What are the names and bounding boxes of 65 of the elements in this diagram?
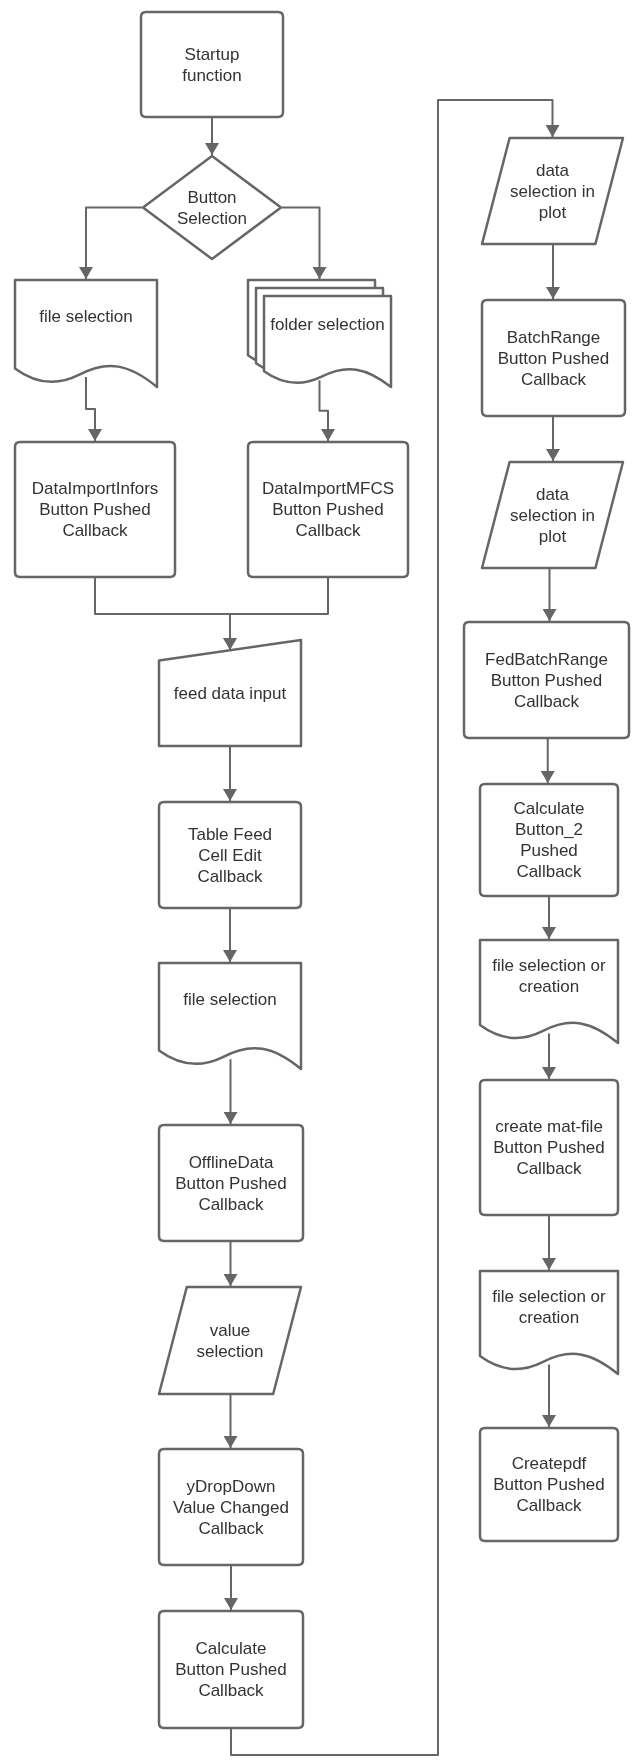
arrow (540, 738, 555, 784)
node-label: Startup function (181, 43, 243, 86)
arrow (281, 206, 327, 280)
arrow (542, 896, 556, 940)
node-label: folder selection (270, 313, 385, 335)
process-box (479, 1427, 619, 1542)
arrow (79, 206, 143, 280)
document-shape (158, 962, 302, 1070)
arrow (546, 416, 560, 462)
arrow (223, 1058, 238, 1125)
process-box (158, 1610, 304, 1729)
node-label: file selection or creation (491, 954, 607, 997)
process-box (479, 1079, 619, 1216)
node-label: OfflineData Button Pushed Callback (174, 1151, 288, 1215)
node-label: FedBatchRange Button Pushed Callback (484, 648, 609, 712)
arrow (230, 99, 560, 1756)
node-label: Calculate Button_2 Pushed Callback (512, 798, 586, 882)
node-label: DataImportMFCS Button Pushed Callback (261, 478, 395, 541)
arrow (224, 1565, 238, 1611)
arrow (223, 577, 329, 651)
node-label: file selection (183, 988, 277, 1010)
node-label: Table Feed Cell Edit Callback (186, 823, 274, 887)
arrow (542, 1215, 556, 1271)
arrow (223, 746, 237, 802)
process-box (479, 783, 619, 897)
arrow (542, 1032, 556, 1080)
process-box (247, 441, 409, 578)
arrow (205, 117, 219, 156)
node-label: data selection in plot (509, 159, 596, 223)
process-box (463, 621, 630, 739)
node-label: file selection (39, 306, 133, 328)
arrow (223, 1394, 238, 1449)
node-label: value selection (195, 1319, 265, 1362)
node-label: Calculate Button Pushed Callback (174, 1638, 288, 1701)
process-box (158, 801, 302, 909)
process-box (14, 441, 176, 578)
data-parallelogram (158, 1286, 302, 1395)
node-label: create mat-file Button Pushed Callback (493, 1116, 605, 1179)
node-label: Button Selection (176, 186, 248, 229)
arrow (85, 376, 102, 442)
multi-document-shape (247, 279, 392, 388)
document-shape (14, 279, 158, 388)
node-label: Createpdf Button Pushed Callback (493, 1453, 605, 1516)
arrow (223, 1241, 238, 1287)
data-parallelogram (481, 461, 624, 569)
process-box (140, 11, 284, 118)
arrow (223, 908, 237, 963)
arrow (318, 379, 335, 442)
manual-input-shape (158, 639, 302, 747)
node-label: BatchRange Button Pushed Callback (496, 326, 611, 390)
data-parallelogram (481, 137, 624, 245)
node-label: data selection in plot (509, 483, 596, 547)
process-box (158, 1124, 304, 1242)
decision-diamond (142, 155, 282, 260)
arrow (542, 1363, 556, 1428)
node-label: feed data input (173, 682, 287, 704)
arrow (542, 568, 557, 622)
document-shape (479, 939, 619, 1044)
node-label: yDropDown Value Changed Callback (172, 1475, 290, 1539)
document-shape (479, 1270, 619, 1375)
node-label: file selection or creation (491, 1285, 607, 1328)
process-box (158, 1448, 304, 1566)
process-box (481, 299, 626, 417)
arrow (546, 244, 560, 300)
node-label: DataImportInfors Button Pushed Callback (30, 478, 160, 541)
